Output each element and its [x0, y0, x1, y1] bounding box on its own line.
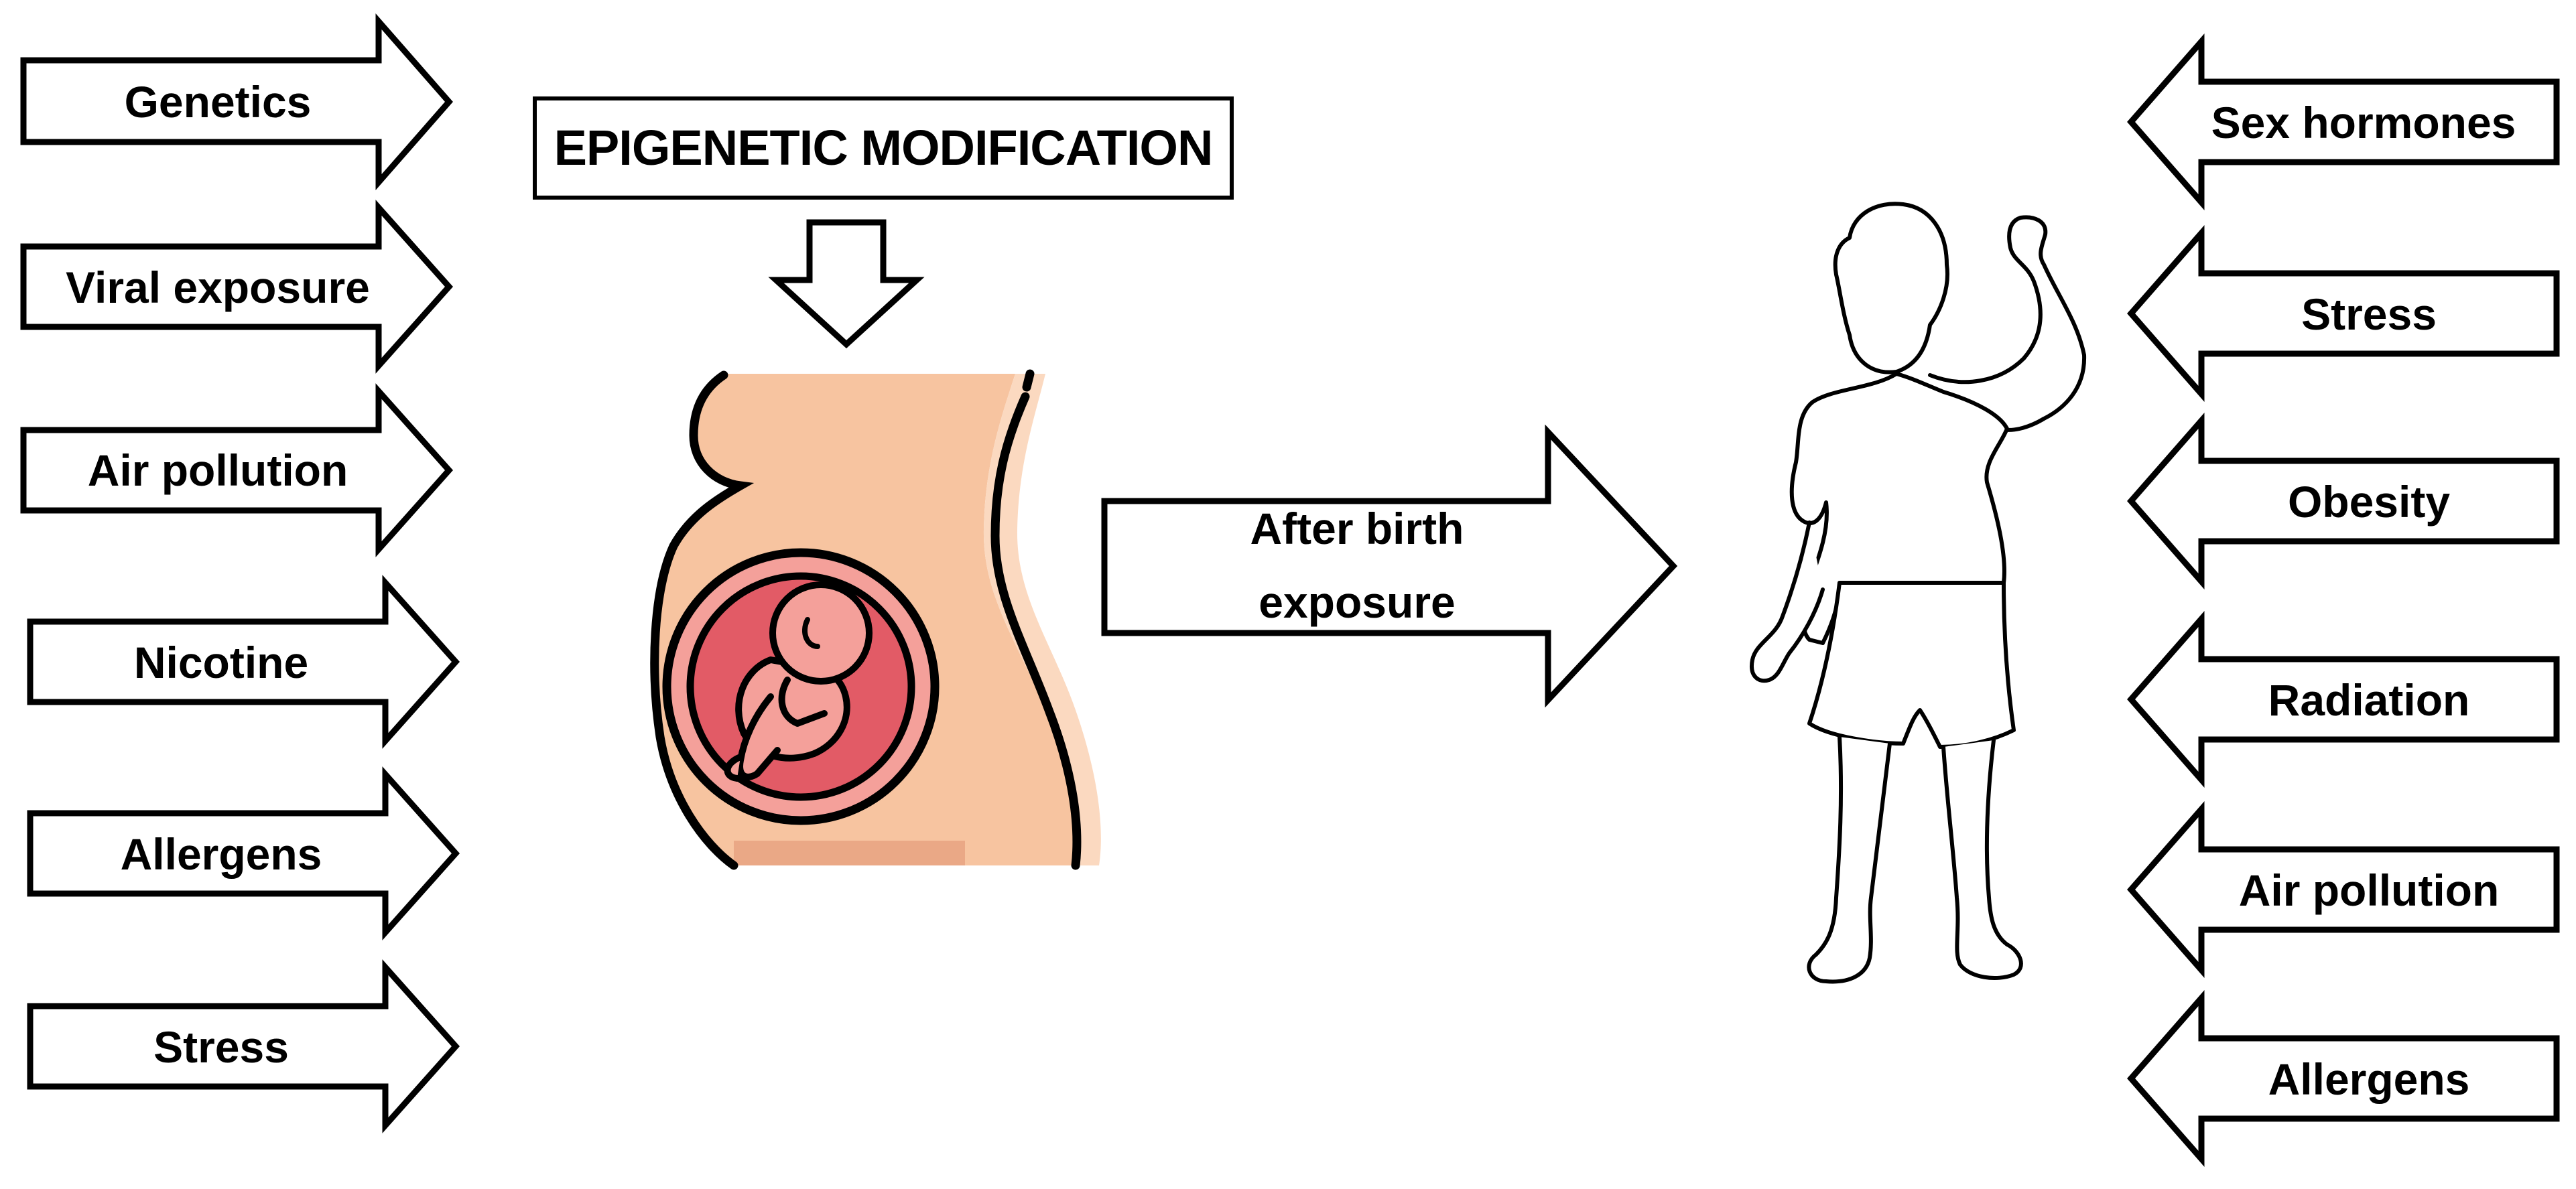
postnatal-factor-label: Air pollution	[2239, 865, 2500, 915]
prenatal-arrow-genetics: Genetics	[20, 13, 453, 190]
prenatal-factor-label: Air pollution	[88, 445, 348, 495]
prenatal-factor-label: Nicotine	[134, 638, 308, 687]
postnatal-arrow-sex-hormones: Sex hormones	[2127, 33, 2560, 210]
postnatal-factor-label: Obesity	[2288, 477, 2450, 527]
diagram-title: EPIGENETIC MODIFICATION	[554, 120, 1213, 176]
down-arrow-icon	[768, 219, 925, 349]
prenatal-arrow-nicotine: Nicotine	[27, 575, 460, 749]
prenatal-arrow-viral-exposure: Viral exposure	[20, 200, 454, 374]
postnatal-factor-label: Allergens	[2268, 1054, 2470, 1104]
prenatal-factor-label: Genetics	[125, 77, 312, 127]
postnatal-factors-column: Sex hormones Stress Obesity Radiation Ai…	[2127, 33, 2560, 1167]
center-arrow-line1: After birth	[1250, 504, 1464, 553]
title-box: EPIGENETIC MODIFICATION	[533, 96, 1234, 200]
postnatal-arrow-allergens: Allergens	[2127, 990, 2560, 1167]
prenatal-factors-column: Genetics Viral exposure Air pollution Ni…	[20, 13, 460, 1133]
center-arrow-line2: exposure	[1259, 577, 1455, 627]
after-birth-exposure-arrow: After birth exposure	[1101, 424, 1678, 708]
prenatal-factor-label: Allergens	[121, 829, 322, 879]
postnatal-arrow-stress: Stress	[2127, 225, 2560, 402]
postnatal-arrow-air-pollution: Air pollution	[2127, 801, 2560, 978]
postnatal-arrow-obesity: Obesity	[2127, 413, 2560, 589]
pregnant-belly-fetus-icon	[650, 369, 1101, 870]
prenatal-factor-label: Viral exposure	[66, 263, 370, 312]
prenatal-factor-label: Stress	[153, 1022, 289, 1072]
postnatal-arrow-radiation: Radiation	[2127, 611, 2560, 788]
postnatal-factor-label: Sex hormones	[2211, 98, 2516, 147]
prenatal-arrow-air-pollution: Air pollution	[20, 383, 454, 557]
postnatal-factor-label: Radiation	[2268, 675, 2470, 725]
prenatal-arrow-stress: Stress	[27, 959, 460, 1133]
prenatal-arrow-allergens: Allergens	[27, 766, 460, 940]
postnatal-factor-label: Stress	[2301, 289, 2437, 339]
child-silhouette-icon	[1750, 202, 2087, 984]
